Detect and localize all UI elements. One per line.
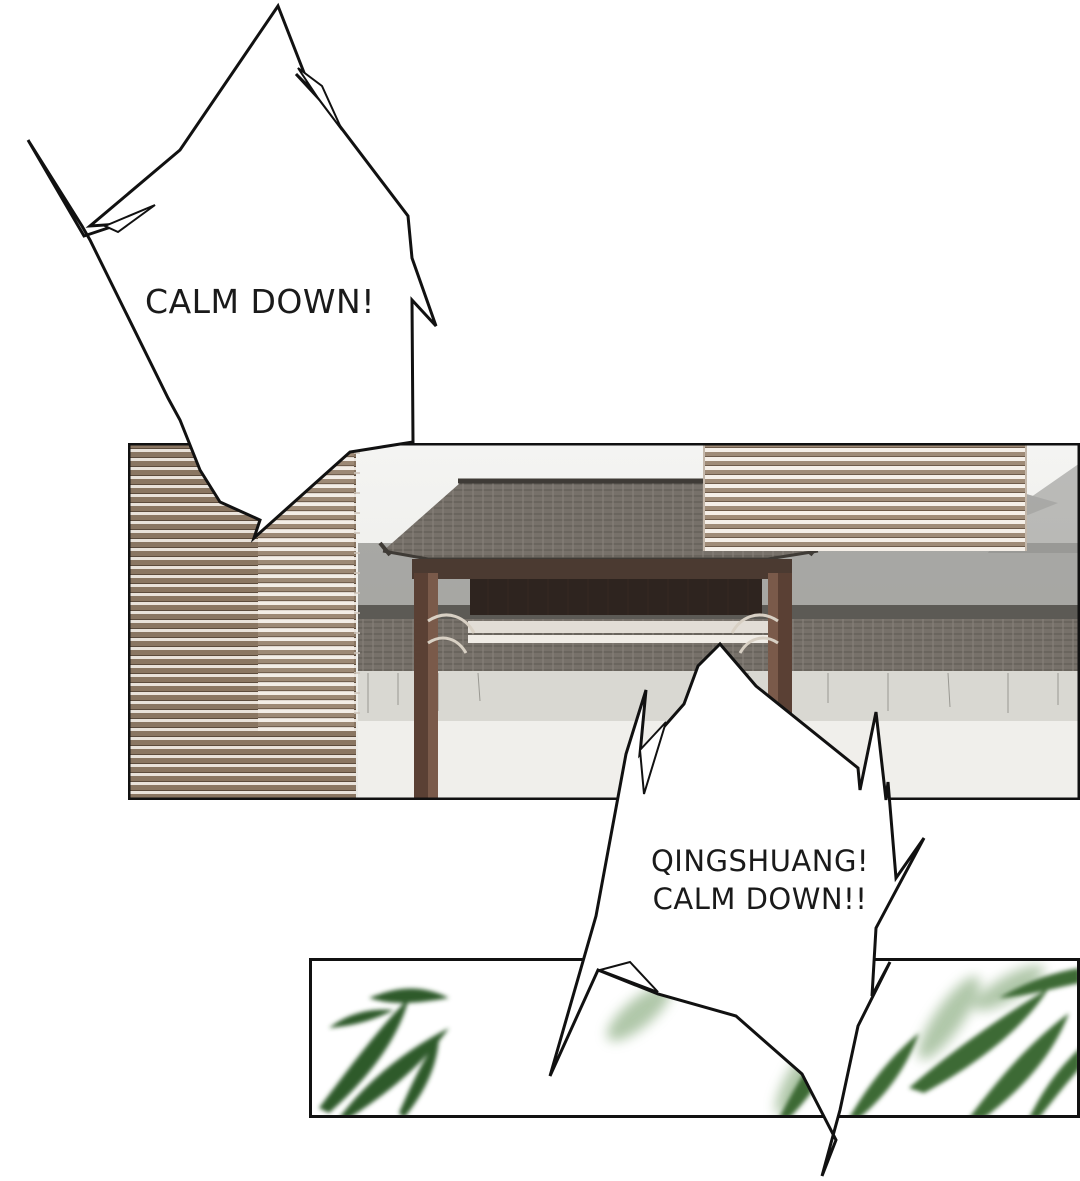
shout-bubble-2-text: QINGSHUANG! CALM DOWN!! (610, 842, 910, 919)
gate-shadow-boards (470, 579, 762, 615)
shout-bubble-1-text: CALM DOWN! (120, 280, 400, 324)
courtyard-panel-border (128, 443, 1080, 800)
shout-bubble-2 (548, 641, 926, 1177)
bubble-1-line-1: CALM DOWN! (145, 282, 375, 321)
bamboo-leaves-left (319, 988, 449, 1118)
bubble-2-line-1: QINGSHUANG! (650, 844, 870, 878)
bamboo-panel (309, 958, 1080, 1118)
left-pillar-shade (428, 573, 438, 800)
right-shutter-stack (704, 445, 1026, 551)
right-pillar-shade (768, 573, 778, 800)
gate-crossbar (468, 621, 768, 633)
gate-crossbar-lower (468, 635, 768, 643)
left-pillar (414, 573, 428, 800)
shout-bubble-1 (26, 2, 438, 543)
bubble-2-line-2: CALM DOWN!! (652, 882, 868, 917)
gate-lintel (412, 559, 792, 579)
gate-brackets (427, 613, 779, 654)
